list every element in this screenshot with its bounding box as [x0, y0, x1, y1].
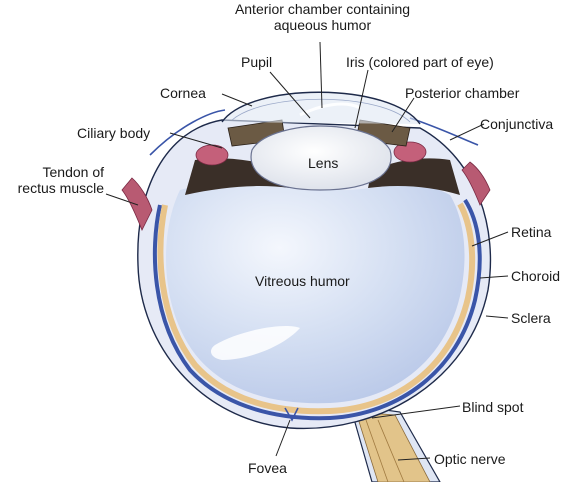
optic-nerve — [349, 404, 441, 482]
label-conjunctiva: Conjunctiva — [480, 116, 554, 132]
label-posterior-chamber: Posterior chamber — [405, 85, 520, 101]
label-cornea: Cornea — [160, 85, 206, 101]
label-optic-nerve: Optic nerve — [434, 451, 506, 467]
label-ciliary-body: Ciliary body — [77, 125, 151, 141]
label-anterior-chamber-line1: Anterior chamber containing — [234, 1, 411, 17]
label-choroid: Choroid — [511, 268, 561, 284]
label-blind-spot: Blind spot — [462, 399, 524, 415]
choroid — [152, 198, 482, 421]
label-iris: Iris (colored part of eye) — [346, 54, 494, 70]
ciliary-body-left — [195, 144, 229, 166]
lens-shape — [250, 125, 392, 191]
label-sclera: Sclera — [511, 310, 551, 326]
label-lens: Lens — [308, 155, 339, 171]
label-tendon: Tendon of rectus muscle — [0, 164, 104, 196]
ciliary-body-right — [393, 141, 427, 163]
label-anterior-chamber-line2: aqueous humor — [273, 17, 372, 33]
label-retina: Retina — [511, 224, 552, 240]
label-fovea: Fovea — [248, 460, 287, 476]
rectus-muscle-right — [461, 161, 491, 206]
label-tendon-line1: Tendon of — [42, 164, 105, 180]
label-pupil: Pupil — [241, 54, 273, 70]
ciliary-band-right — [368, 158, 460, 195]
label-vitreous-humor: Vitreous humor — [255, 273, 350, 289]
leader-lines — [105, 41, 509, 461]
retina — [157, 202, 476, 415]
rectus-muscle-left — [121, 177, 153, 231]
label-anterior-chamber: Anterior chamber containing aqueous humo… — [215, 1, 430, 33]
label-tendon-line2: rectus muscle — [17, 180, 104, 196]
vitreous-highlight — [210, 325, 300, 360]
